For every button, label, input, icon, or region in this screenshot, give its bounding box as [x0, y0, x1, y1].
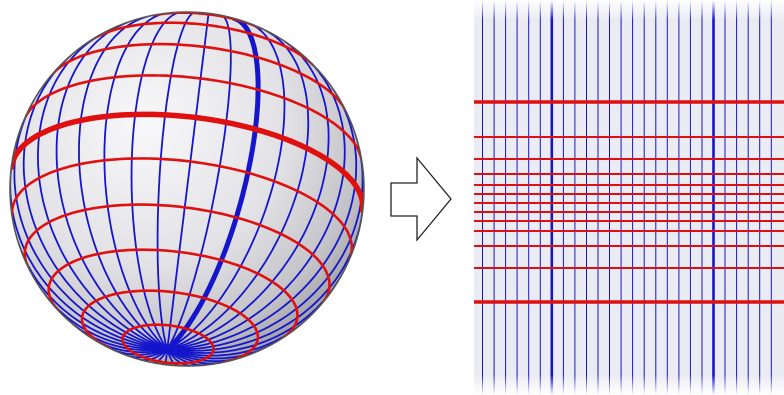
globe-meridian — [166, 14, 232, 351]
globe-meridian — [164, 348, 169, 366]
sphere-outline — [9, 11, 365, 367]
map-latitude-lines — [474, 100, 784, 304]
globe-parallel — [80, 289, 260, 364]
globe-equator — [10, 111, 364, 214]
globe — [9, 11, 365, 367]
globe-meridian — [13, 99, 169, 351]
globe-parallel — [92, 21, 315, 67]
globe-meridian — [156, 12, 197, 351]
globe-parallel — [23, 203, 331, 304]
right-arrow-icon — [390, 156, 452, 242]
globe-meridian — [166, 22, 286, 351]
globe-meridian — [36, 32, 169, 351]
globe-parallel — [23, 74, 363, 160]
globe-meridian — [166, 87, 358, 351]
globe-prime-meridian — [164, 15, 261, 352]
map-top-fade — [474, 0, 784, 20]
globe-parallel — [51, 42, 347, 111]
globe-meridian — [103, 12, 169, 351]
map-bottom-fade — [474, 375, 784, 395]
flat-map — [474, 0, 784, 395]
globe-parallel — [10, 157, 354, 260]
map-background — [474, 0, 784, 395]
globe-parallel — [121, 323, 215, 365]
map-meridian-lines — [482, 0, 772, 395]
globe-meridian — [22, 54, 169, 351]
globe-meridian — [166, 138, 364, 351]
globe-meridian — [130, 12, 184, 351]
globe-meridian — [166, 12, 210, 351]
globe-meridian — [166, 280, 339, 354]
globe-meridian — [17, 241, 169, 351]
globe-meridian — [166, 57, 346, 351]
globe-parallel — [47, 248, 299, 340]
globe-meridian — [78, 15, 169, 351]
globe-meridian — [166, 29, 310, 351]
